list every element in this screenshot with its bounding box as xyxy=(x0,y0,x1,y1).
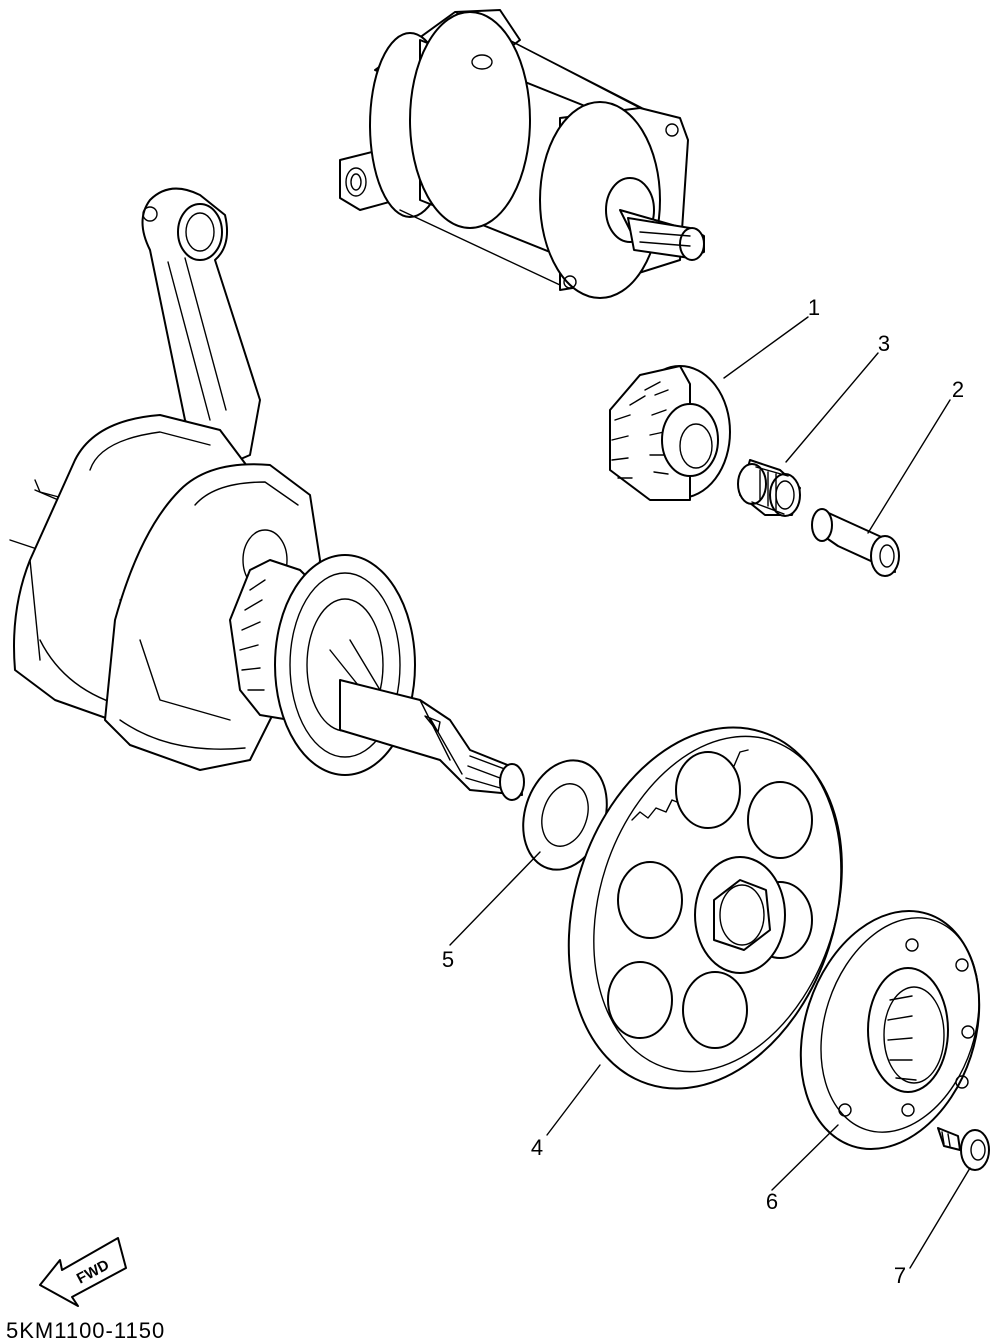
callout-1: 1 xyxy=(807,295,821,320)
washer xyxy=(522,759,608,871)
crankshaft-assembly xyxy=(9,187,525,801)
starter-motor xyxy=(339,9,705,299)
callout-6: 6 xyxy=(765,1189,779,1214)
idle-gear xyxy=(609,365,731,501)
diagram-code: 5KM1100-1150 xyxy=(6,1318,166,1343)
callout-5: 5 xyxy=(441,947,455,972)
bolt xyxy=(937,1127,990,1171)
needle-bearing xyxy=(737,459,801,517)
callout-7: 7 xyxy=(893,1263,907,1288)
callout-3: 3 xyxy=(877,331,891,356)
callout-4: 4 xyxy=(530,1135,544,1160)
starter-wheel-gear xyxy=(567,726,843,1090)
fwd-arrow-icon: FWD xyxy=(39,1237,127,1307)
idle-gear-shaft xyxy=(811,508,900,577)
callout-2: 2 xyxy=(951,377,965,402)
one-way-clutch xyxy=(799,910,981,1150)
leader-lines xyxy=(449,316,971,1269)
